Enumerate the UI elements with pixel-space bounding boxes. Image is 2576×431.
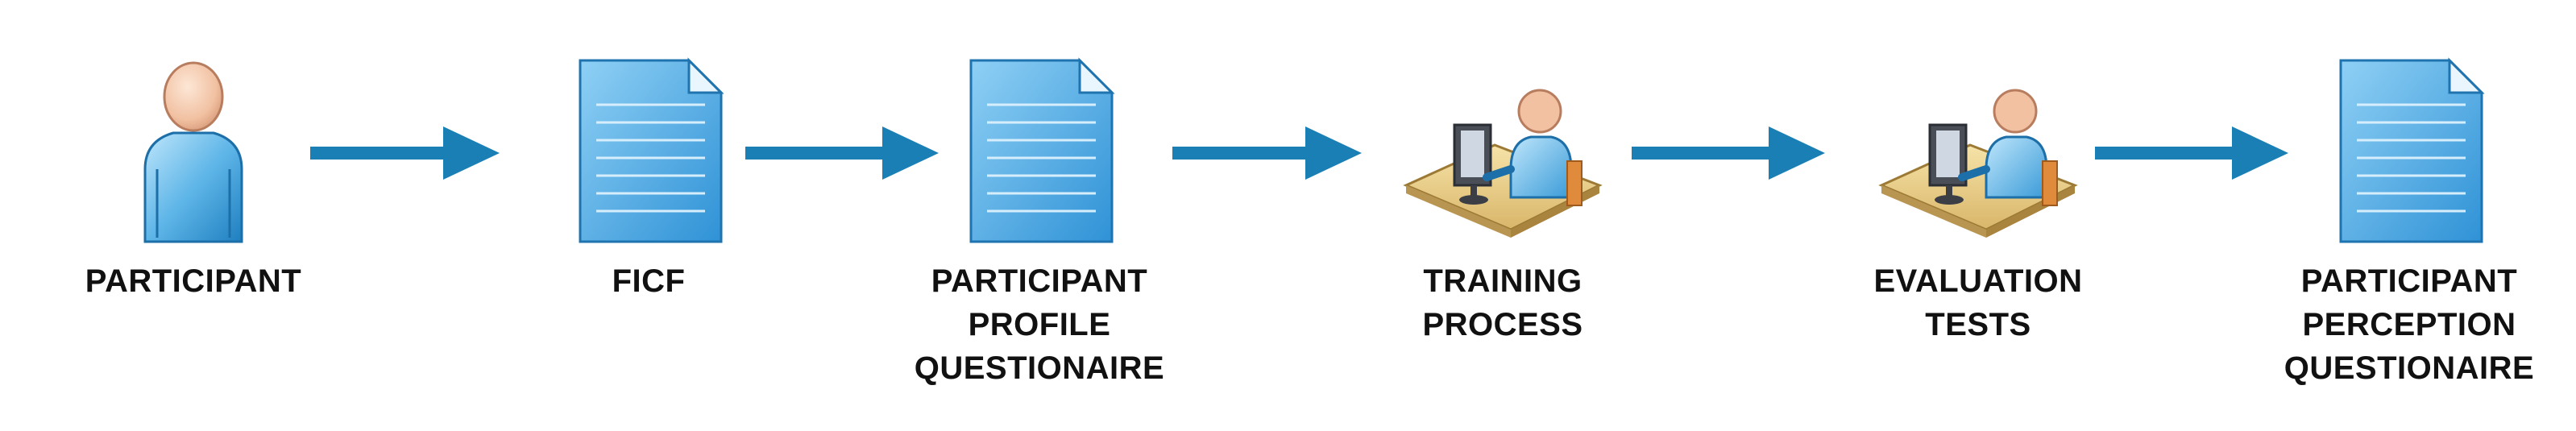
step-label: PARTICIPANT bbox=[85, 263, 302, 299]
step-label: FICF bbox=[612, 263, 686, 299]
step-label: PARTICIPANT PROFILE QUESTIONAIRE bbox=[914, 263, 1165, 386]
arrow-right-icon bbox=[1632, 126, 1825, 180]
computer-workstation-icon bbox=[1873, 48, 2083, 250]
flow-arrow-2 bbox=[745, 125, 939, 181]
arrow-right-icon bbox=[745, 126, 939, 180]
step-label: EVALUATION TESTS bbox=[1873, 263, 2083, 342]
flow-arrow-3 bbox=[1172, 125, 1362, 181]
arrow-right-icon bbox=[310, 126, 500, 180]
flow-arrow-1 bbox=[310, 125, 500, 181]
document-icon bbox=[544, 48, 753, 250]
step-label: PARTICIPANT PERCEPTION QUESTIONAIRE bbox=[2284, 263, 2535, 386]
document-icon bbox=[2304, 48, 2514, 250]
arrow-right-icon bbox=[2095, 126, 2288, 180]
person-icon bbox=[89, 48, 298, 250]
step-label: TRAINING PROCESS bbox=[1422, 263, 1583, 342]
flow-arrow-4 bbox=[1632, 125, 1825, 181]
document-icon bbox=[935, 48, 1144, 250]
computer-workstation-icon bbox=[1398, 48, 1607, 250]
arrow-right-icon bbox=[1172, 126, 1362, 180]
flow-arrow-5 bbox=[2095, 125, 2288, 181]
